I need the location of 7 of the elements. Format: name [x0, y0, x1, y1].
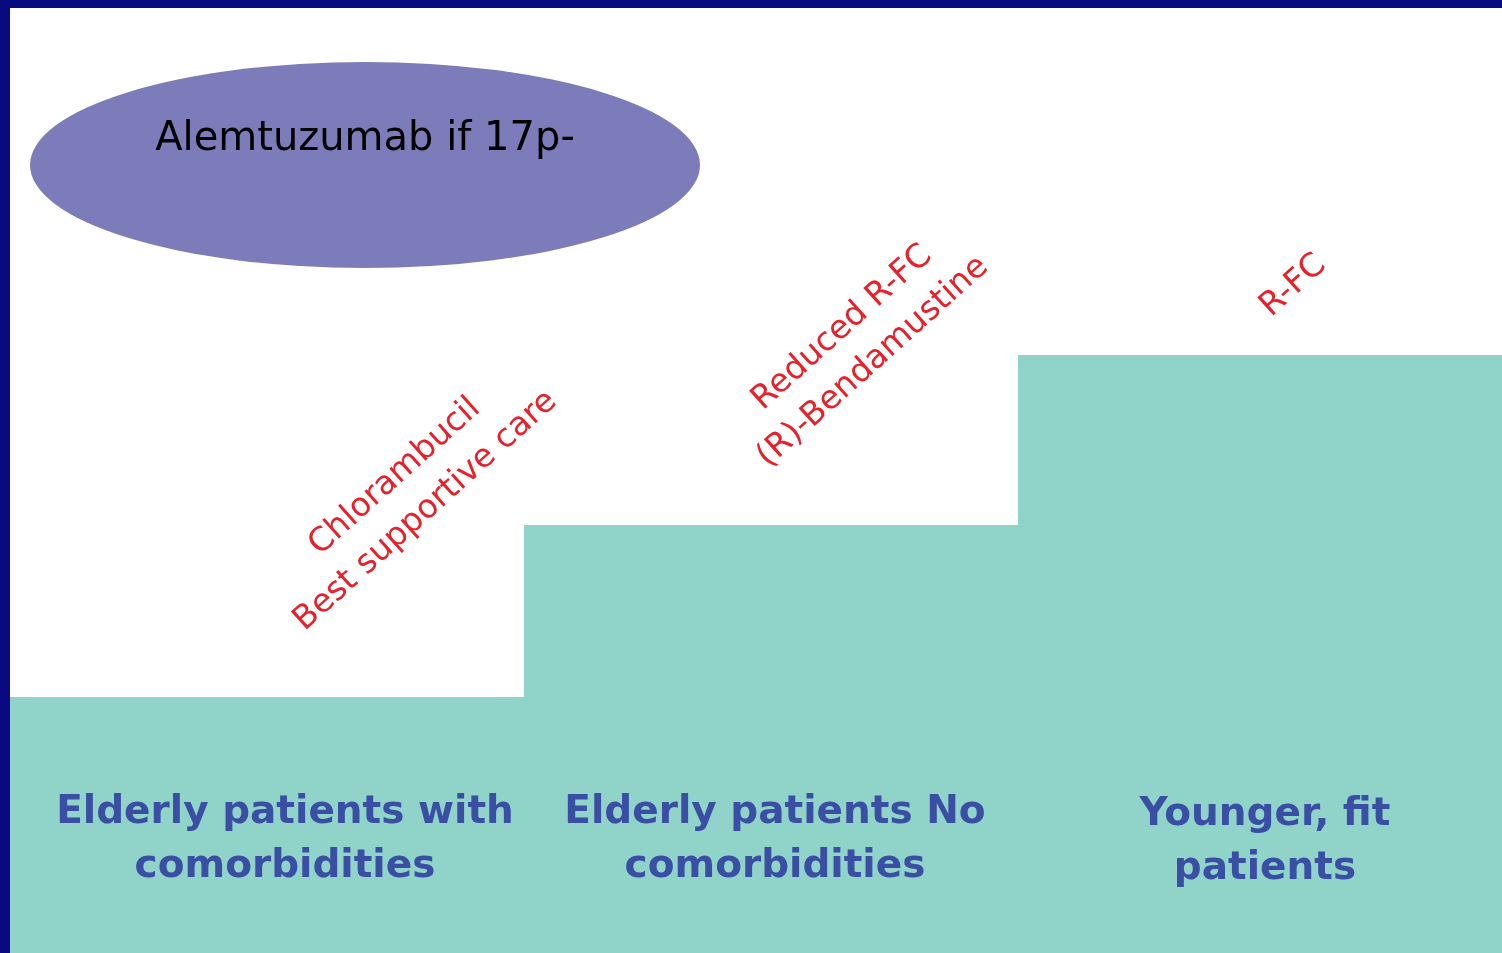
treatment-ellipse [30, 62, 700, 268]
patient-group-step [10, 697, 524, 953]
patient-group-text: Elderly patients with comorbidities [55, 786, 515, 888]
patient-group-text: Elderly patients No comorbidities [563, 786, 987, 888]
treatment-text: Alemtuzumab if 17p- [154, 112, 576, 161]
patient-group-text: Younger, fit patients [1138, 788, 1392, 890]
patient-group-step [1018, 355, 1502, 953]
